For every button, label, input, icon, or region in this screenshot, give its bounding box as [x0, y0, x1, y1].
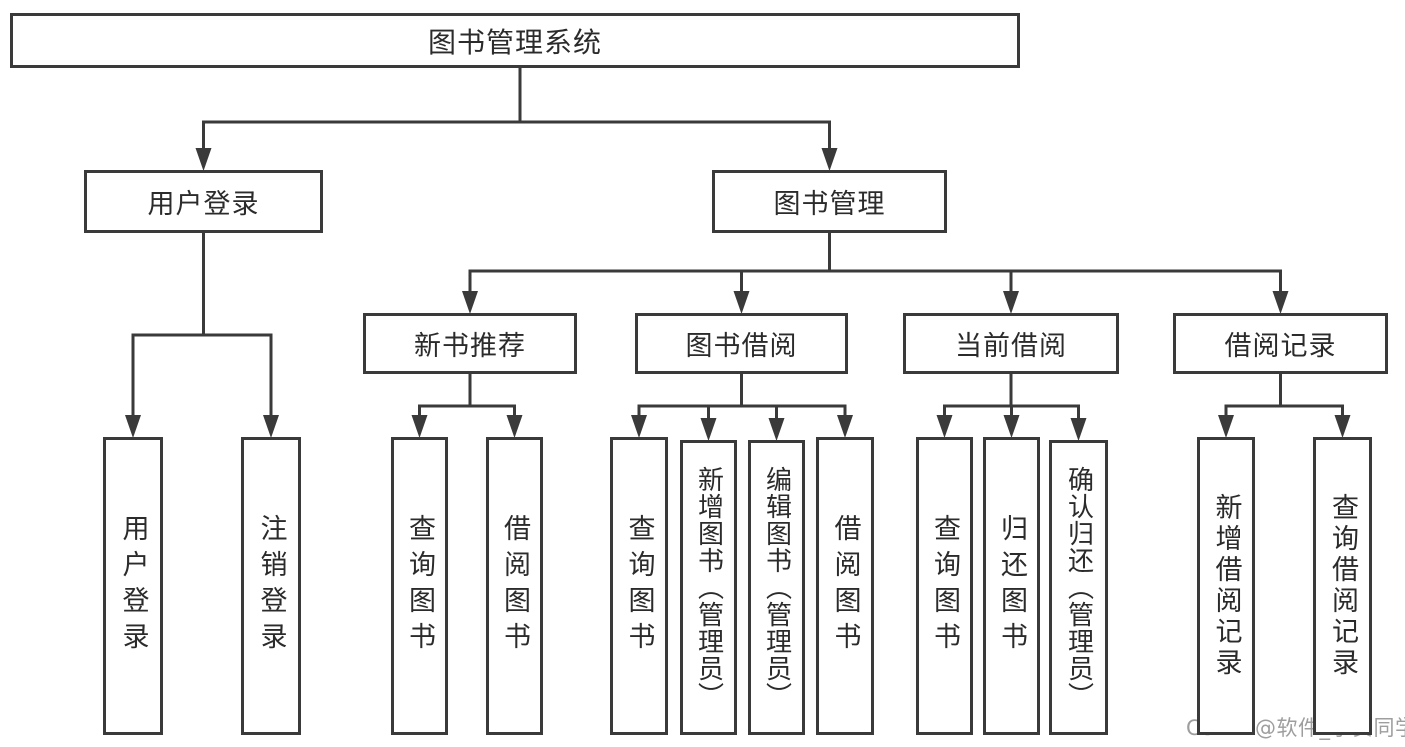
node-box-br-query: 查询借阅记录 [1313, 437, 1372, 735]
node-label-book-mgmt: 图书管理 [773, 189, 886, 220]
node-label-rec-query: 查询图书 [404, 514, 435, 658]
node-box-user-login: 用户登录 [84, 170, 323, 233]
node-label-leaf-logout: 注销登录 [255, 514, 287, 658]
node-box-br-add: 新增借阅记录 [1197, 437, 1255, 735]
node-box-cb-confirm: 确认归还（管理员） [1049, 440, 1108, 735]
node-box-book-mgmt: 图书管理 [712, 170, 947, 233]
node-box-current-borrow: 当前借阅 [903, 313, 1119, 374]
node-box-bb-borrow: 借阅图书 [816, 437, 874, 735]
node-box-book-borrow: 图书借阅 [635, 313, 848, 374]
node-label-borrow-record: 借阅记录 [1224, 331, 1337, 362]
node-label-user-login: 用户登录 [147, 189, 260, 220]
node-label-system: 图书管理系统 [427, 25, 602, 59]
node-label-rec-borrow: 借阅图书 [499, 514, 530, 658]
node-label-bb-edit: 编辑图书（管理员） [761, 466, 792, 709]
node-label-new-book-rec: 新书推荐 [414, 331, 526, 362]
node-label-bb-borrow: 借阅图书 [829, 514, 861, 658]
node-box-rec-query: 查询图书 [391, 437, 448, 735]
node-label-bb-add: 新增图书（管理员） [693, 466, 724, 709]
node-box-new-book-rec: 新书推荐 [363, 313, 577, 374]
node-box-leaf-user-login: 用户登录 [103, 437, 163, 735]
node-label-cb-confirm: 确认归还（管理员） [1063, 466, 1094, 709]
node-label-cb-return: 归还图书 [996, 514, 1027, 658]
node-label-br-query: 查询借阅记录 [1327, 493, 1358, 679]
node-box-cb-return: 归还图书 [983, 437, 1040, 735]
node-box-cb-query: 查询图书 [916, 437, 973, 735]
node-box-leaf-logout: 注销登录 [241, 437, 301, 735]
node-label-leaf-user-login: 用户登录 [117, 514, 149, 658]
node-box-bb-add: 新增图书（管理员） [680, 440, 737, 735]
node-label-current-borrow: 当前借阅 [955, 331, 1067, 362]
node-label-bb-query: 查询图书 [623, 514, 655, 658]
node-box-borrow-record: 借阅记录 [1173, 313, 1388, 374]
node-box-bb-edit: 编辑图书（管理员） [748, 440, 805, 735]
node-label-br-add: 新增借阅记录 [1210, 493, 1242, 679]
node-label-book-borrow: 图书借阅 [685, 331, 798, 362]
node-label-cb-query: 查询图书 [929, 514, 960, 658]
node-box-system: 图书管理系统 [10, 13, 1020, 68]
node-box-bb-query: 查询图书 [610, 437, 668, 735]
node-box-rec-borrow: 借阅图书 [486, 437, 543, 735]
